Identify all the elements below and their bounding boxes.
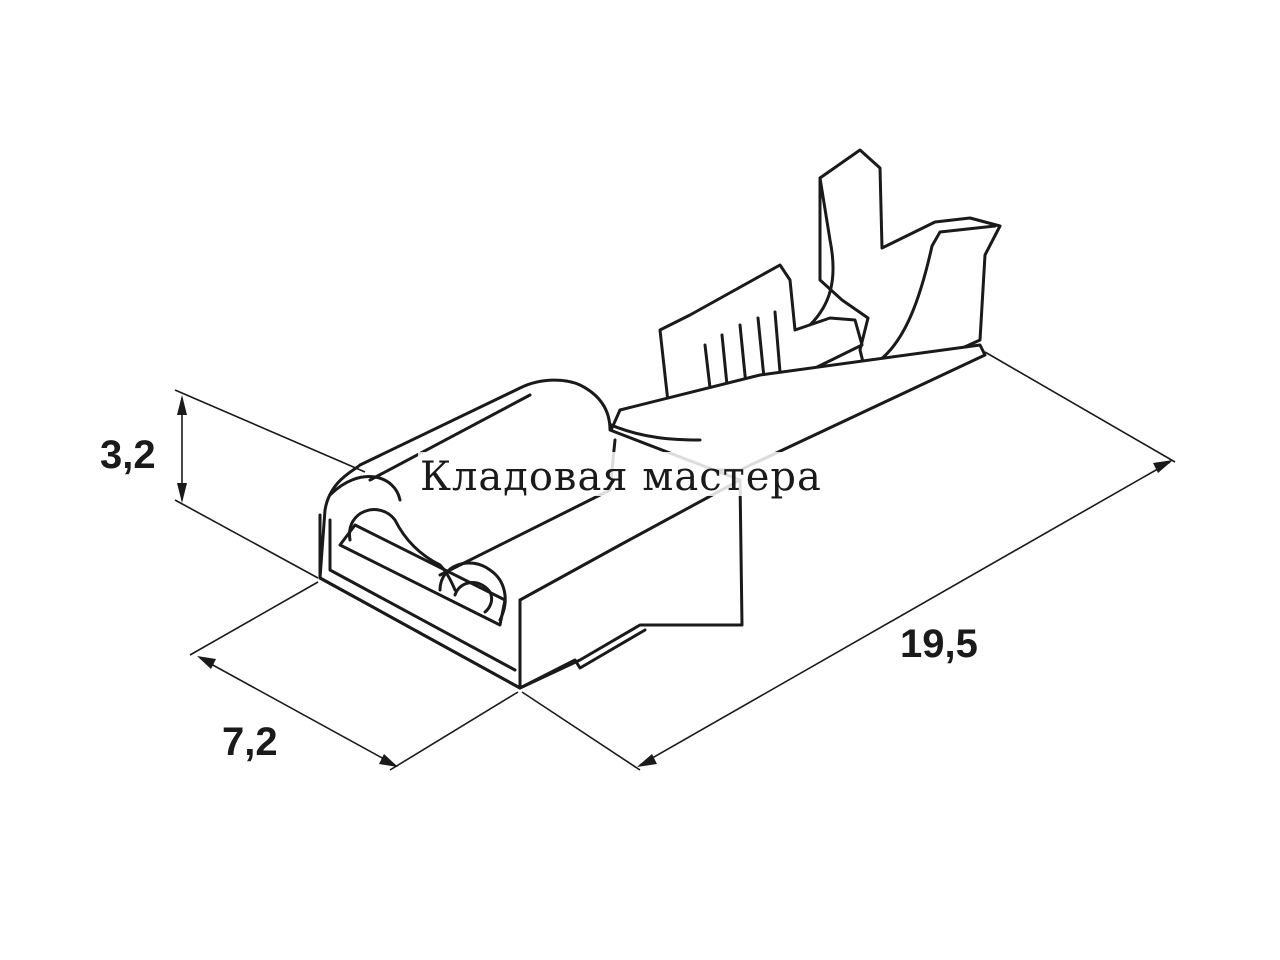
length-extension-left — [521, 691, 641, 771]
height-extension-top — [174, 389, 366, 473]
height-arrow-top — [177, 395, 187, 415]
height-arrow-bottom — [177, 483, 187, 503]
width-label: 7,2 — [222, 720, 278, 764]
height-extension-bottom — [174, 499, 319, 579]
insulation-wing-back-inner — [878, 224, 997, 362]
right-curl — [438, 561, 507, 622]
body-side-fold — [518, 478, 742, 602]
watermark-text: Кладовая мастера — [420, 454, 822, 500]
receptacle-front-face — [318, 513, 522, 690]
right-curl-inner — [453, 581, 494, 614]
watermark-backdrop — [418, 452, 858, 496]
dimension-lines — [174, 351, 1176, 771]
length-label: 19,5 — [900, 622, 978, 666]
conductor-rib-5 — [773, 310, 782, 374]
height-label: 3,2 — [100, 433, 156, 477]
insulation-wing-back — [818, 148, 1002, 392]
length-extension-right — [984, 351, 1176, 463]
width-arrow-right — [379, 754, 398, 767]
length-arrow-left — [637, 754, 657, 767]
width-extension-right — [389, 691, 519, 771]
width-extension-left — [189, 581, 319, 656]
conductor-rib-3 — [738, 323, 748, 387]
insulation-wing-left-edge — [808, 176, 835, 327]
transition-neck — [598, 418, 702, 442]
body-right-edge — [518, 628, 647, 690]
conductor-rib-4 — [756, 316, 766, 380]
length-dimension-line — [639, 461, 1171, 766]
terminal-part — [318, 148, 1002, 690]
front-lip — [328, 518, 517, 672]
width-arrow-left — [197, 656, 216, 669]
width-dimension-line — [199, 657, 396, 766]
length-arrow-right — [1153, 460, 1173, 473]
